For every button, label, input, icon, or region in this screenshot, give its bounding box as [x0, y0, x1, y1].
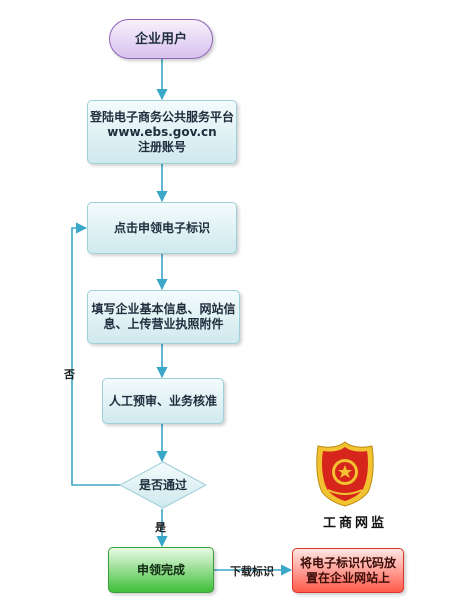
- decision-label: 是否通过: [138, 477, 187, 492]
- apply-label: 点击申领电子标识: [113, 220, 210, 235]
- decision-label-wrap: 是否通过: [120, 466, 206, 504]
- register-line-3: 注册账号: [137, 139, 186, 154]
- decision-diamond: [118, 461, 208, 509]
- review-node: 人工预审、业务核准: [102, 378, 224, 424]
- place-code-node: 将电子标识代码放 置在企业网站上: [292, 548, 404, 593]
- done-node: 申领完成: [108, 547, 214, 593]
- seal-logo-text: 工商网监: [322, 516, 387, 531]
- done-label: 申领完成: [136, 562, 185, 577]
- edge-label-download: 下载标识: [230, 565, 274, 578]
- start-label: 企业用户: [134, 31, 187, 47]
- apply-label-node: 点击申领电子标识: [87, 202, 237, 254]
- gongshang-seal-icon: [316, 441, 374, 507]
- place-line-2: 置在企业网站上: [305, 570, 390, 585]
- arrow-no-loop-back: [71, 222, 120, 486]
- edge-label-yes: 是: [155, 521, 166, 534]
- fill-line-2: 息、上传营业执照附件: [103, 317, 224, 331]
- review-label: 人工预审、业务核准: [108, 393, 217, 408]
- fill-line-1: 填写企业基本信息、网站信: [91, 302, 236, 316]
- register-line-1: 登陆电子商务公共服务平台: [89, 109, 234, 124]
- place-line-1: 将电子标识代码放: [299, 555, 396, 570]
- register-account-node: 登陆电子商务公共服务平台 www.ebs.gov.cn 注册账号: [87, 100, 237, 164]
- fill-info-node: 填写企业基本信息、网站信 息、上传营业执照附件: [87, 290, 240, 344]
- register-line-2: www.ebs.gov.cn: [107, 124, 217, 139]
- start-node-enterprise-user: 企业用户: [109, 19, 213, 59]
- edge-label-no: 否: [64, 368, 75, 381]
